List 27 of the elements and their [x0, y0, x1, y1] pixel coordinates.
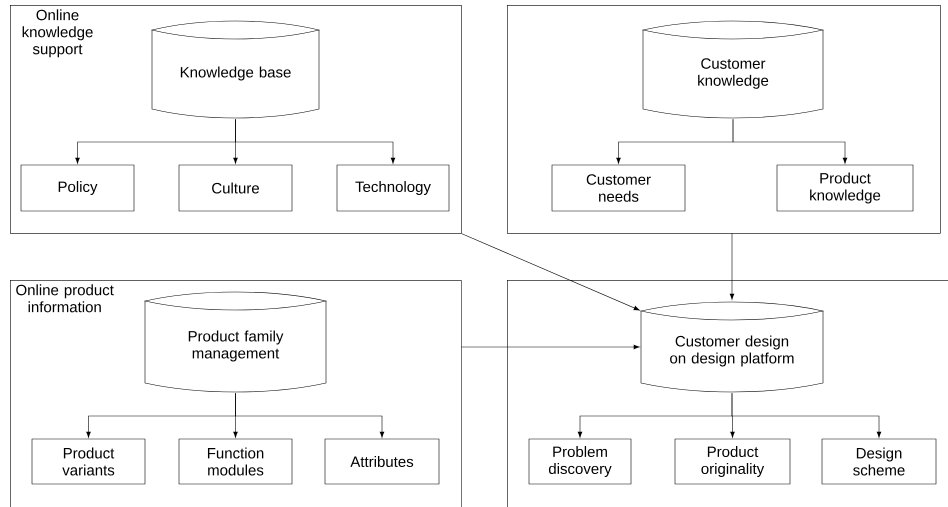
cylinder: Customer design on design platform	[640, 302, 824, 392]
cylinder: Customer knowledge	[642, 20, 824, 118]
node-label: Customer design on design platform	[670, 336, 794, 366]
process-box: Technology	[336, 164, 450, 212]
arrow	[732, 119, 848, 164]
process-box: Attributes	[324, 438, 440, 484]
arrow	[235, 119, 396, 164]
process-box: Product knowledge	[776, 164, 914, 212]
arrow	[732, 393, 882, 438]
process-box: Culture	[178, 164, 292, 212]
process-box: Function modules	[178, 438, 292, 484]
process-box: Policy	[20, 164, 134, 212]
arrow	[461, 344, 640, 350]
node-label: Product family management	[188, 330, 284, 362]
arrow	[730, 233, 734, 300]
process-box: Product variants	[32, 438, 146, 484]
node-label: Customer knowledge	[698, 58, 768, 89]
process-box: Customer needs	[552, 164, 686, 212]
node-label: Knowledge base	[180, 66, 291, 80]
arrow	[461, 233, 640, 310]
arrow	[235, 393, 384, 438]
cylinder: Knowledge base	[152, 20, 320, 118]
process-box: Product originality	[674, 438, 790, 484]
process-box: Design scheme	[822, 438, 936, 484]
process-box: Problem discovery	[528, 438, 632, 484]
panel-frame	[507, 5, 941, 234]
cylinder: Product family management	[144, 292, 326, 392]
